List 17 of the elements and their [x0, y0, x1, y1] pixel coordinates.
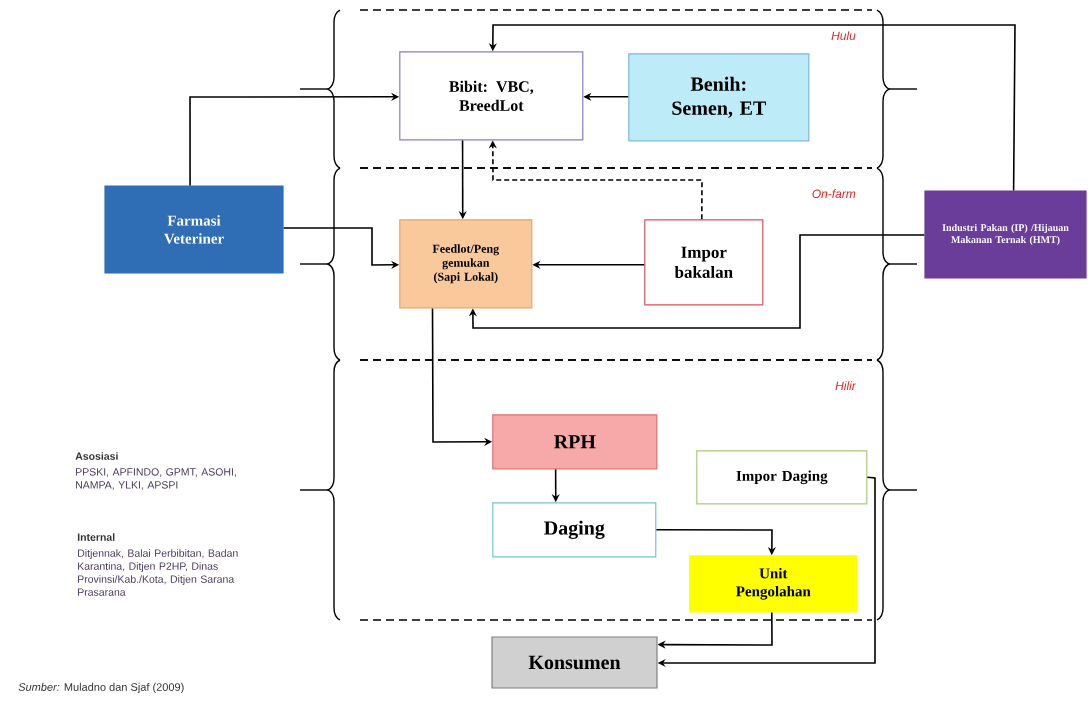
- semen-box: Benih: Semen, ET: [628, 53, 810, 142]
- feed-industry-box: Industri Pakan (IP) /Hijauan Makanan Ternak (HMT): [924, 190, 1087, 279]
- meat-box: Daging: [492, 502, 657, 558]
- source-caption: Sumber: Muladno dan Sjaf (2009): [18, 682, 184, 694]
- consumer-box: Konsumen: [491, 636, 658, 689]
- note-text: PPSKI, APFINDO, GPMT, ASOHI, NAMPA, YLKI, APSPI: [76, 468, 236, 490]
- note-heading: Internal: [77, 533, 115, 541]
- feedlot-box: Feedlot/Peng gemukan (Sapi Lokal): [399, 219, 533, 309]
- slaughterhouse-box: RPH: [492, 414, 658, 470]
- note-heading: Asosiasi: [75, 452, 118, 460]
- import-box: Impor bakalan: [644, 219, 764, 306]
- note-text: Ditjennak, Balai Perbibitan, Badan Karantina, Ditjen P2HP, Dinas Provinsi/Kab./Kota, Ditjen Sarana Prasarana: [78, 549, 238, 596]
- pharmacy-box: Farmasi Veteriner: [104, 185, 284, 274]
- breed-box: Bibit: VBC, BreedLot: [399, 51, 584, 141]
- processing-box: Unit Pengolahan: [689, 555, 858, 613]
- import-box: Impor Daging: [696, 450, 868, 505]
- arrow: [468, 234, 926, 329]
